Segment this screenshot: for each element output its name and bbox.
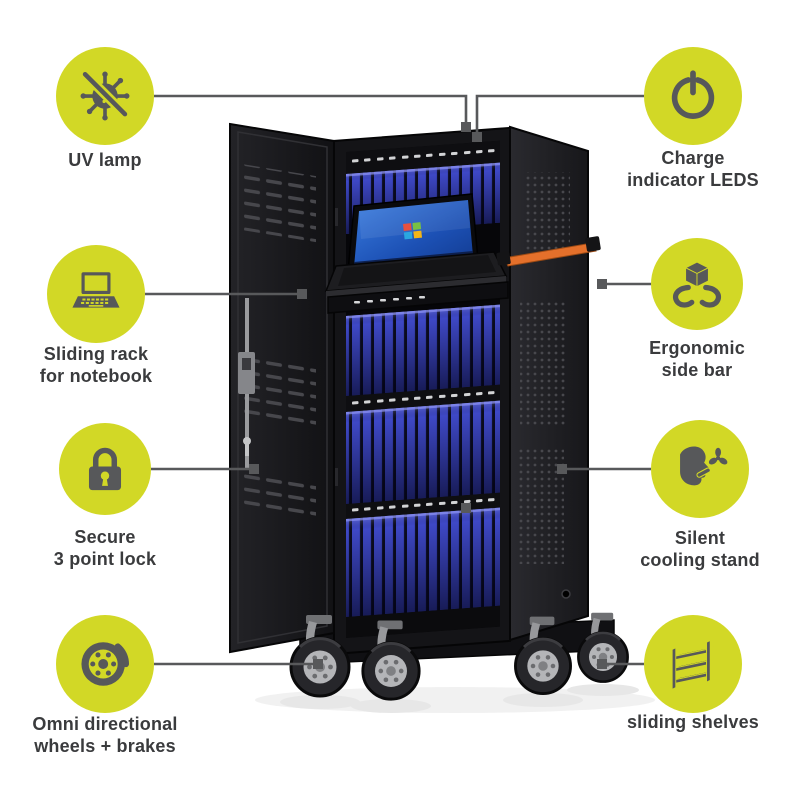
shelves-icon [671,639,715,691]
connector-ergonomic-bar [597,279,651,289]
feature-silent-cooling [651,420,749,518]
connector-omni-wheels [154,659,323,669]
feature-omni-wheels [56,615,154,713]
uv-lamp-label: UV lamp [68,150,142,170]
feature-charge-leds [644,47,742,145]
door-lock-rod [238,298,255,468]
windows-logo [403,222,423,240]
notebook-on-rack [324,193,509,314]
connector-uv-lamp [154,94,471,132]
floor-shadow [255,684,655,713]
silent-cooling-label: Silent cooling stand [640,528,760,570]
cart-door [229,122,335,654]
face-fan-icon [680,446,728,486]
secure-lock-label: Secure 3 point lock [53,527,157,569]
sliding-shelves-label: sliding shelves [626,712,760,732]
connector-secure-lock [151,464,259,474]
virus-crossed-icon [80,70,130,121]
feature-ergonomic-bar [651,238,743,330]
connector-sliding-rack [145,289,307,299]
connector-charge-leds [472,94,644,142]
sliding-rack-label: Sliding rack for notebook [39,344,153,386]
connector-sliding-shelves [597,659,644,669]
shelf-marker [461,503,471,513]
power-icon [671,70,715,119]
power-inlet [561,589,571,599]
hands-box-icon [672,261,722,308]
feature-secure-lock [59,423,151,515]
feature-sliding-rack [47,245,145,343]
charge-leds-label: Charge indicator LEDS [627,148,759,190]
laptop-icon [72,272,120,308]
padlock-icon [88,447,122,491]
feature-uv-lamp [56,47,154,145]
omni-wheels-label: Omni directional wheels + brakes [32,714,178,756]
wheel-brake-icon [81,642,130,686]
side-handle [496,236,601,267]
door-vents [244,164,316,525]
ergonomic-bar-label: Ergonomic side bar [649,338,745,380]
cart-side-panel [509,125,589,642]
feature-sliding-shelves [644,615,742,713]
sliding-rack-shelf [327,281,509,314]
connector-silent-cooling [557,464,651,474]
